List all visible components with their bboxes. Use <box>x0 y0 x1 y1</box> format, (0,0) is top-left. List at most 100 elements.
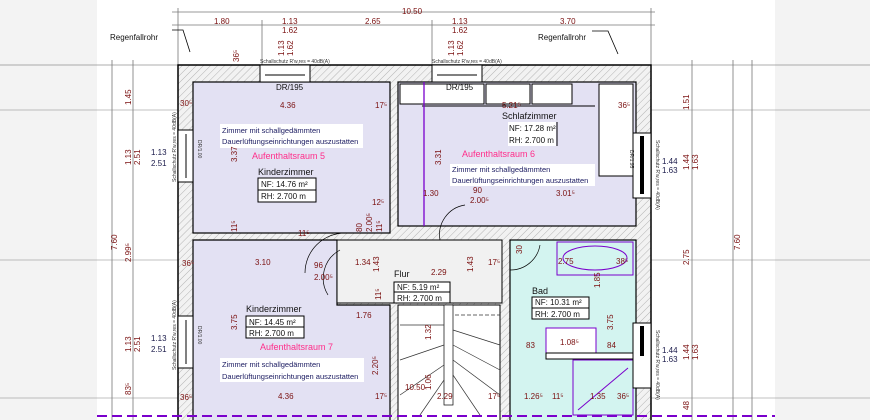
rain-pipe-label: Regenfallrohr <box>538 33 586 42</box>
dim-inner: 11⁵ <box>552 392 564 401</box>
dim-inner: 11⁵ <box>230 220 239 232</box>
dim-inner: 3.37 <box>230 146 239 162</box>
window-type: DR/195 <box>276 83 304 92</box>
dim-top: 1.13 <box>282 17 298 26</box>
room-note: Dauerlüftungseinrichtungen auszustatten <box>222 372 358 381</box>
room-name: Flur <box>394 269 410 279</box>
room-label: Aufenthaltsraum 5 <box>252 151 325 161</box>
dim-inner: 1.26⁵ <box>524 392 543 401</box>
room-note: Dauerlüftungseinrichtungen auszustatten <box>222 137 358 146</box>
room-label: Aufenthaltsraum 7 <box>260 342 333 352</box>
soundproof-note: Schallschutz R'w,res = 40dB(A) <box>172 112 178 182</box>
dim-inner: 4.36 <box>278 392 294 401</box>
dim-right: 1.51 <box>682 94 691 110</box>
dim-window: 2.51 <box>151 345 167 354</box>
door-swing <box>439 204 466 241</box>
rain-pipe-arrow <box>172 29 191 53</box>
dim-inner: 1.34 <box>355 258 371 267</box>
dim-inner: 11⁵ <box>374 288 383 300</box>
dim-window: 1.63 <box>662 355 678 364</box>
dim-inner: 96 <box>314 261 323 270</box>
room-height: RH: 2.700 m <box>397 294 442 303</box>
inner-dimension-labels: 30⁵ 4.36 17⁵ 3.37 11⁵ 12⁵ 11⁵ 80 2.00⁵ 1… <box>180 99 630 402</box>
window-type: DR/1.95 <box>628 150 634 169</box>
stair-treads <box>399 304 501 416</box>
dim-inner: 2.00⁵ <box>365 213 374 232</box>
dim-inner: 1.06 <box>424 374 433 390</box>
dim-inner: 3.31 <box>434 149 443 165</box>
door-swing <box>509 244 541 271</box>
room-5: Zimmer mit schallgedämmten Dauerlüftungs… <box>220 124 363 203</box>
dim-right: 1.44 <box>682 154 691 170</box>
soundproof-note: Schallschutz R'w,res = 40dB(A) <box>654 140 660 210</box>
dim-inner: 12⁵ <box>372 198 384 207</box>
room-height: RH: 2.700 m <box>261 192 306 201</box>
dim-top: 1.13 <box>452 17 468 26</box>
dim-inner: 3.75 <box>230 314 239 330</box>
dim-inner: 1.32 <box>424 324 433 340</box>
room-6: Schlafzimmer NF: 17.28 m² RH: 2.700 m Au… <box>450 111 595 186</box>
dim-top: 3.70 <box>560 17 576 26</box>
dim-right: 1.63 <box>691 154 700 170</box>
dim-inner: 10.50 <box>405 383 426 392</box>
window-type: DR/1.00 <box>196 326 202 345</box>
room-note: Dauerlüftungseinrichtungen auszustatten <box>452 176 588 185</box>
dim-wall: 36⁵ <box>232 50 241 62</box>
dim-inner: 17⁵ <box>488 392 500 401</box>
dim-inner: 36⁵ <box>180 393 192 402</box>
room-7: Kinderzimmer NF: 14.45 m² RH: 2.700 m Au… <box>220 304 364 382</box>
left-dimension-lines <box>111 60 134 420</box>
dim-inner: 2.75 <box>558 257 574 266</box>
room-height: RH: 2.700 m <box>249 329 294 338</box>
dim-inner: 3.01⁵ <box>556 189 575 198</box>
soundproof-note: Schallschutz R'w,res = 40dB(A) <box>432 59 502 65</box>
dim-window-v: 1.62 <box>456 40 465 56</box>
dim-inner: 11⁵ <box>375 220 384 232</box>
dim-top: 1.62 <box>452 26 468 35</box>
dim-inner: 80 <box>355 223 364 232</box>
dim-window: 1.13 <box>151 334 167 343</box>
counter <box>545 352 635 360</box>
dim-top: 2.65 <box>365 17 381 26</box>
room-height: RH: 2.700 m <box>535 310 580 319</box>
room-name: Kinderzimmer <box>258 167 314 177</box>
dim-right: 48 <box>682 401 691 410</box>
dim-window-v: 1.13 <box>277 40 286 56</box>
dim-window: 1.13 <box>151 148 167 157</box>
right-dimension-lines <box>691 60 753 420</box>
dim-inner: 1.43 <box>466 256 475 272</box>
dim-right: 2.75 <box>682 249 691 265</box>
window-left-upper <box>177 129 194 183</box>
dim-top: 1.80 <box>214 17 230 26</box>
dim-left: 1.13 <box>124 149 133 165</box>
window-top-left <box>259 64 311 83</box>
dim-window: 1.44 <box>662 157 678 166</box>
dim-left: 1.13 <box>124 336 133 352</box>
room-height: RH: 2.700 m <box>509 136 554 145</box>
room-name: Kinderzimmer <box>246 304 302 314</box>
hallway: Flur NF: 5.19 m² RH: 2.700 m <box>393 269 451 304</box>
room-area: NF: 14.45 m² <box>249 318 296 327</box>
dim-right: 1.44 <box>682 344 691 360</box>
dim-inner: 30⁵ <box>180 99 192 108</box>
dim-inner: 2.29 <box>431 268 447 277</box>
dim-window-v: 1.62 <box>286 40 295 56</box>
room-area: NF: 14.76 m² <box>261 180 308 189</box>
dim-overall-top: 10.50 <box>402 7 423 16</box>
dim-window-v: 1.13 <box>447 40 456 56</box>
room-note: Zimmer mit schallgedämmten <box>222 360 320 369</box>
door-swing <box>304 232 346 274</box>
dim-inner: 36⁵ <box>182 259 194 268</box>
dim-left: 2.51 <box>133 149 142 165</box>
dim-inner: 1.08⁵ <box>560 338 579 347</box>
dim-right: 1.63 <box>691 344 700 360</box>
dim-inner: 84 <box>607 341 616 350</box>
dim-left-overall: 7.60 <box>110 234 119 250</box>
dim-top: 1.62 <box>282 26 298 35</box>
dim-inner: 1.43 <box>372 256 381 272</box>
dim-window: 1.44 <box>662 346 678 355</box>
dim-inner: 1.85 <box>593 272 602 288</box>
bathtub <box>556 241 634 276</box>
dim-inner: 1.35 <box>590 392 606 401</box>
dim-inner: 36⁵ <box>617 392 629 401</box>
